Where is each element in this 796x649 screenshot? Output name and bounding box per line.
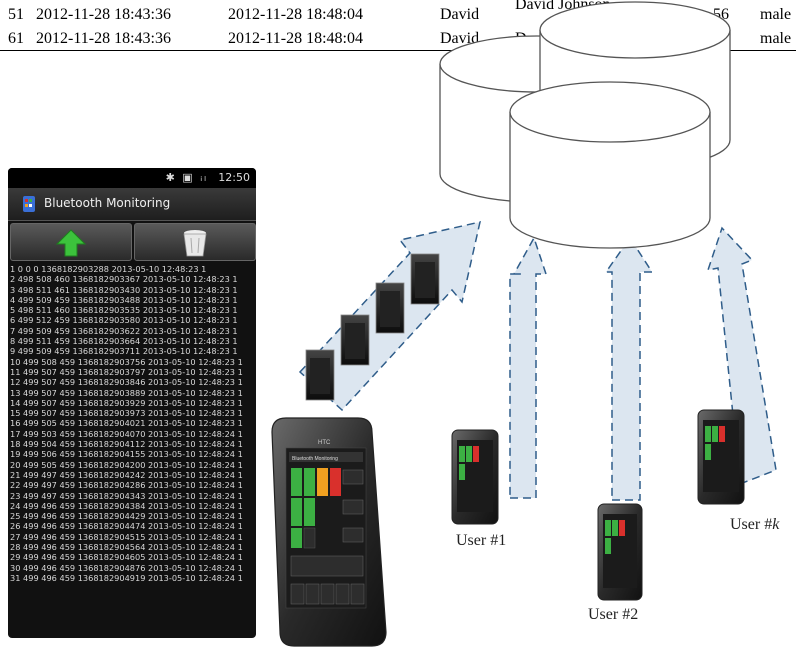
log-line: 26 499 496 459 1368182904474 2013-05-10 … bbox=[10, 521, 243, 532]
log-line: 8 499 511 459 1368182903664 2013-05-10 1… bbox=[10, 336, 238, 347]
log-line: 17 499 503 459 1368182904070 2013-05-10 … bbox=[10, 428, 243, 439]
user-k-label: User #k bbox=[730, 516, 780, 533]
mini-phone bbox=[410, 253, 440, 305]
row-name: David bbox=[440, 6, 480, 23]
user-phone-2 bbox=[597, 503, 643, 601]
log-line: 15 499 507 459 1368182903973 2013-05-10 … bbox=[10, 408, 243, 419]
mini-phone bbox=[340, 314, 370, 366]
log-line: 9 499 509 459 1368182903711 2013-05-10 1… bbox=[10, 346, 238, 357]
upload-arrow-user1 bbox=[509, 236, 548, 499]
upload-button[interactable] bbox=[10, 223, 132, 261]
log-line: 14 499 507 459 1368182903929 2013-05-10 … bbox=[10, 397, 243, 408]
row-id: 61 bbox=[8, 30, 24, 47]
user-phone-k bbox=[697, 409, 745, 505]
mini-phone bbox=[305, 349, 335, 401]
row-name: David bbox=[440, 30, 480, 47]
database-cylinder bbox=[509, 81, 711, 249]
row-sex: male bbox=[760, 6, 792, 23]
log-line: 23 499 497 459 1368182904343 2013-05-10 … bbox=[10, 490, 243, 501]
log-line: 5 498 511 460 1368182903535 2013-05-10 1… bbox=[10, 305, 238, 316]
log-line: 6 499 512 459 1368182903580 2013-05-10 1… bbox=[10, 315, 238, 326]
log-line: 2 498 508 460 1368182903367 2013-05-10 1… bbox=[10, 274, 238, 285]
log-line: 13 499 507 459 1368182903889 2013-05-10 … bbox=[10, 387, 243, 398]
device-brand: HTC bbox=[318, 440, 331, 446]
log-output: 1 0 0 0 1368182903288 2013-05-10 12:48:2… bbox=[10, 264, 256, 583]
row-start-time: 2012-11-28 18:43:36 bbox=[36, 30, 171, 47]
log-line: 21 499 497 459 1368182904242 2013-05-10 … bbox=[10, 469, 243, 480]
phone-screenshot: ✱ ▣ ᵢₗ 12:50 Bluetooth Monitoring bbox=[8, 168, 256, 638]
log-line: 20 499 505 459 1368182904200 2013-05-10 … bbox=[10, 459, 243, 470]
user-2-label: User #2 bbox=[588, 606, 639, 623]
log-line: 12 499 507 459 1368182903846 2013-05-10 … bbox=[10, 377, 243, 388]
log-line: 10 499 508 459 1368182903756 2013-05-10 … bbox=[10, 356, 243, 367]
upload-arrow-userk bbox=[706, 226, 777, 486]
row-start-time: 2012-11-28 18:43:36 bbox=[36, 6, 171, 23]
app-bar: Bluetooth Monitoring bbox=[8, 188, 256, 221]
row-end-time: 2012-11-28 18:48:04 bbox=[228, 30, 363, 47]
upload-arrow-icon bbox=[55, 229, 87, 257]
log-line: 30 499 496 459 1368182904876 2013-05-10 … bbox=[10, 562, 243, 573]
row-sex: male bbox=[760, 30, 792, 47]
log-line: 31 499 496 459 1368182904919 2013-05-10 … bbox=[10, 572, 243, 583]
user-phone-1 bbox=[451, 429, 499, 525]
log-line: 11 499 507 459 1368182903797 2013-05-10 … bbox=[10, 366, 243, 377]
app-title: Bluetooth Monitoring bbox=[44, 196, 171, 210]
log-line: 29 499 496 459 1368182904605 2013-05-10 … bbox=[10, 552, 243, 563]
status-bar: ✱ ▣ ᵢₗ 12:50 bbox=[8, 168, 256, 188]
table-bottom-rule bbox=[0, 50, 796, 51]
bluetooth-app-icon bbox=[23, 196, 35, 212]
action-button-row bbox=[8, 221, 256, 261]
delete-button[interactable] bbox=[134, 223, 256, 261]
row-end-time: 2012-11-28 18:48:04 bbox=[228, 6, 363, 23]
status-icons: ✱ ▣ ᵢₗ bbox=[165, 171, 208, 184]
upload-arrow-user2 bbox=[604, 236, 654, 501]
log-line: 27 499 496 459 1368182904515 2013-05-10 … bbox=[10, 531, 243, 542]
user-1-label: User #1 bbox=[456, 532, 507, 549]
log-line: 7 499 509 459 1368182903622 2013-05-10 1… bbox=[10, 325, 238, 336]
log-line: 3 498 511 461 1368182903430 2013-05-10 1… bbox=[10, 284, 238, 295]
log-line: 16 499 505 459 1368182904021 2013-05-10 … bbox=[10, 418, 243, 429]
log-line: 19 499 506 459 1368182904155 2013-05-10 … bbox=[10, 449, 243, 460]
log-line: 24 499 496 459 1368182904384 2013-05-10 … bbox=[10, 500, 243, 511]
status-time: 12:50 bbox=[218, 171, 250, 184]
log-line: 18 499 504 459 1368182904112 2013-05-10 … bbox=[10, 439, 243, 450]
row-id: 51 bbox=[8, 6, 24, 23]
device-app-title: Bluetooth Monitoring bbox=[292, 456, 338, 462]
log-line: 22 499 497 459 1368182904286 2013-05-10 … bbox=[10, 480, 243, 491]
mini-phone bbox=[375, 282, 405, 334]
log-line: 25 499 496 459 1368182904429 2013-05-10 … bbox=[10, 511, 243, 522]
log-line: 1 0 0 0 1368182903288 2013-05-10 12:48:2… bbox=[10, 264, 207, 274]
large-smartphone: Bluetooth Monitoring HTC bbox=[271, 417, 387, 647]
log-line: 4 499 509 459 1368182903488 2013-05-10 1… bbox=[10, 294, 238, 305]
trash-can-icon bbox=[183, 230, 207, 257]
log-line: 28 499 496 459 1368182904564 2013-05-10 … bbox=[10, 542, 243, 553]
